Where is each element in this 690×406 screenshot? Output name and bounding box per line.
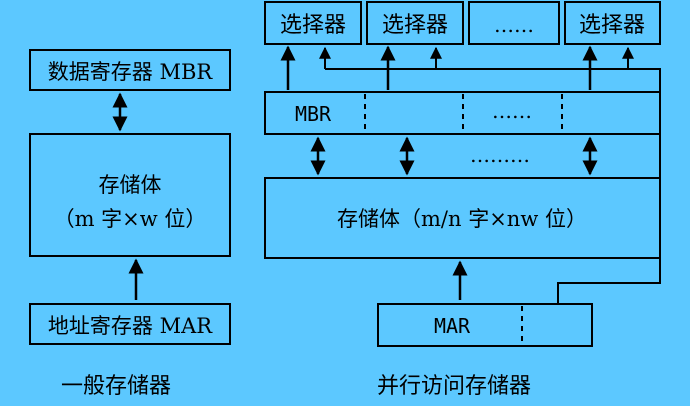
selector-ellipsis-label: ……	[494, 13, 534, 37]
right-memory-label: 存储体（m/n 字×nw 位）	[337, 207, 587, 231]
right-middle-ellipsis: ………	[470, 143, 530, 167]
right-mbr-label: MBR	[295, 102, 332, 126]
selector-row: 选择器 选择器 …… 选择器	[264, 1, 661, 45]
selector-4-label: 选择器	[579, 13, 645, 38]
selector-1-label: 选择器	[280, 13, 346, 38]
right-memory-box: 存储体（m/n 字×nw 位）	[264, 177, 661, 259]
left-mar-label: 地址寄存器 MAR	[48, 314, 213, 338]
right-mbr-box: MBR ……	[264, 91, 661, 135]
left-caption: 一般存储器	[61, 374, 171, 399]
left-memory-box: 存储体 （m 字×w 位）	[29, 133, 231, 257]
right-mar-box: MAR	[377, 303, 593, 347]
left-memory-label: 存储体	[99, 173, 162, 197]
right-mar-label: MAR	[434, 314, 471, 338]
left-mar-box: 地址寄存器 MAR	[29, 303, 231, 345]
left-memory-size: （m 字×w 位）	[54, 207, 207, 231]
left-mbr-label: 数据寄存器 MBR	[48, 60, 214, 84]
control-wire	[325, 68, 661, 304]
selector-2-label: 选择器	[382, 13, 448, 38]
right-caption: 并行访问存储器	[377, 374, 531, 399]
right-mbr-ellipsis: ……	[492, 99, 532, 123]
left-mbr-box: 数据寄存器 MBR	[29, 49, 231, 91]
